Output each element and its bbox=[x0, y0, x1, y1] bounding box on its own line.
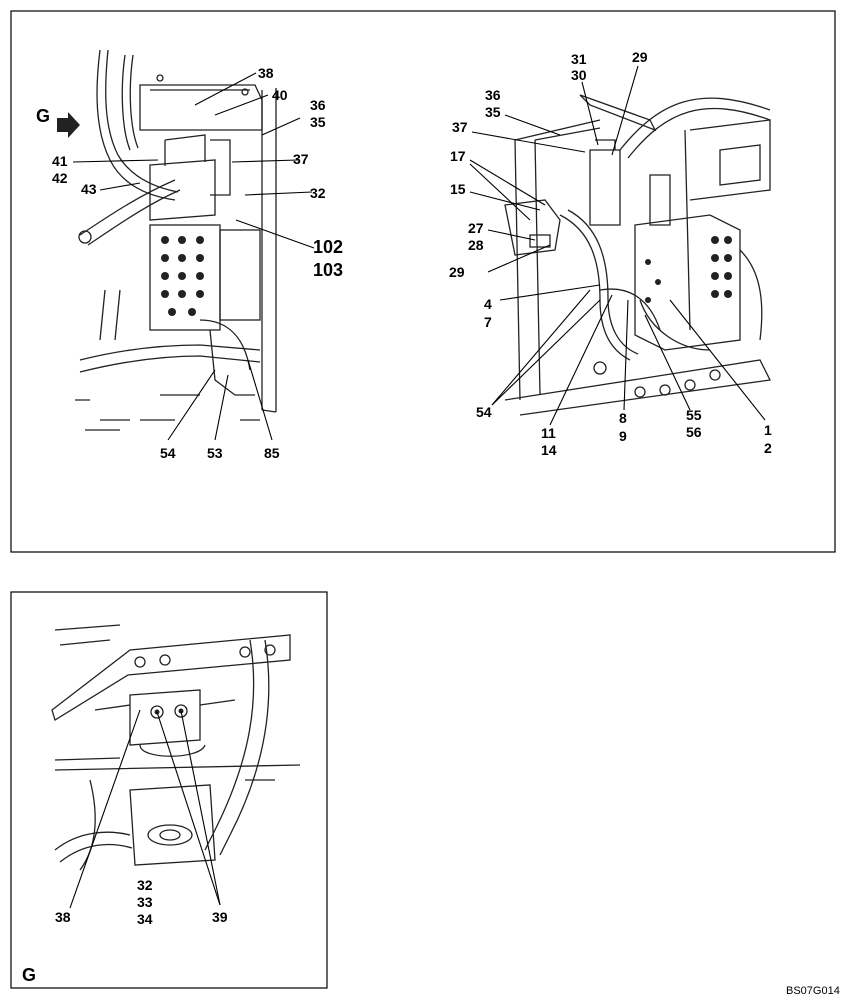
callout-54-left: 54 bbox=[160, 445, 176, 461]
callout-53: 53 bbox=[207, 445, 223, 461]
callout-40: 40 bbox=[272, 87, 288, 103]
right-leader-lines bbox=[469, 65, 766, 426]
detail-panel-frame bbox=[10, 591, 328, 989]
callout-38-left: 38 bbox=[258, 65, 274, 81]
callout-36-right: 36 bbox=[485, 87, 501, 103]
callout-9: 9 bbox=[619, 428, 627, 444]
figure-code: BS07G014 bbox=[786, 985, 840, 997]
callout-30: 30 bbox=[571, 67, 587, 83]
detail-leader-lines bbox=[69, 709, 221, 909]
view-g-arrow-icon bbox=[57, 112, 80, 138]
callout-35-left: 35 bbox=[310, 114, 326, 130]
callout-102: 102 bbox=[313, 237, 343, 257]
callout-55: 55 bbox=[686, 407, 702, 423]
callout-27: 27 bbox=[468, 220, 484, 236]
callout-29-top: 29 bbox=[632, 49, 648, 65]
callout-31: 31 bbox=[571, 51, 587, 67]
right-callouts: 31 30 29 36 35 37 17 15 27 28 29 4 7 54 … bbox=[449, 49, 772, 458]
callout-35-right: 35 bbox=[485, 104, 501, 120]
callout-103: 103 bbox=[313, 260, 343, 280]
callout-17: 17 bbox=[450, 148, 466, 164]
callout-85: 85 bbox=[264, 445, 280, 461]
callout-4: 4 bbox=[484, 296, 492, 312]
right-assembly-drawing bbox=[504, 94, 771, 416]
callout-15: 15 bbox=[450, 181, 466, 197]
callout-42: 42 bbox=[52, 170, 68, 186]
callout-28: 28 bbox=[468, 237, 484, 253]
callout-37-right: 37 bbox=[452, 119, 468, 135]
detail-view-label: G bbox=[22, 965, 36, 985]
callout-32-left: 32 bbox=[310, 185, 326, 201]
callout-32-detail: 32 bbox=[137, 877, 153, 893]
callout-54-right: 54 bbox=[476, 404, 492, 420]
left-leader-lines bbox=[72, 72, 315, 441]
callout-34: 34 bbox=[137, 911, 153, 927]
detail-callouts: 32 33 34 38 39 G bbox=[22, 877, 228, 985]
callout-1: 1 bbox=[764, 422, 772, 438]
callout-43: 43 bbox=[81, 181, 97, 197]
callout-29-left: 29 bbox=[449, 264, 465, 280]
callout-2: 2 bbox=[764, 440, 772, 456]
callout-41: 41 bbox=[52, 153, 68, 169]
callout-37-left: 37 bbox=[293, 151, 309, 167]
callout-11: 11 bbox=[541, 425, 556, 441]
left-assembly-drawing bbox=[75, 49, 277, 431]
callout-38-detail: 38 bbox=[55, 909, 71, 925]
callout-56: 56 bbox=[686, 424, 702, 440]
callout-33: 33 bbox=[137, 894, 153, 910]
top-panel-frame bbox=[10, 10, 836, 553]
detail-g-drawing bbox=[51, 624, 301, 871]
callout-39: 39 bbox=[212, 909, 228, 925]
left-callouts: 38 40 36 35 41 42 37 43 32 102 103 54 53… bbox=[52, 65, 343, 461]
callout-14: 14 bbox=[541, 442, 557, 458]
callout-8: 8 bbox=[619, 410, 627, 426]
callout-7: 7 bbox=[484, 314, 492, 330]
view-marker-g: G bbox=[36, 106, 50, 126]
callout-36-left: 36 bbox=[310, 97, 326, 113]
